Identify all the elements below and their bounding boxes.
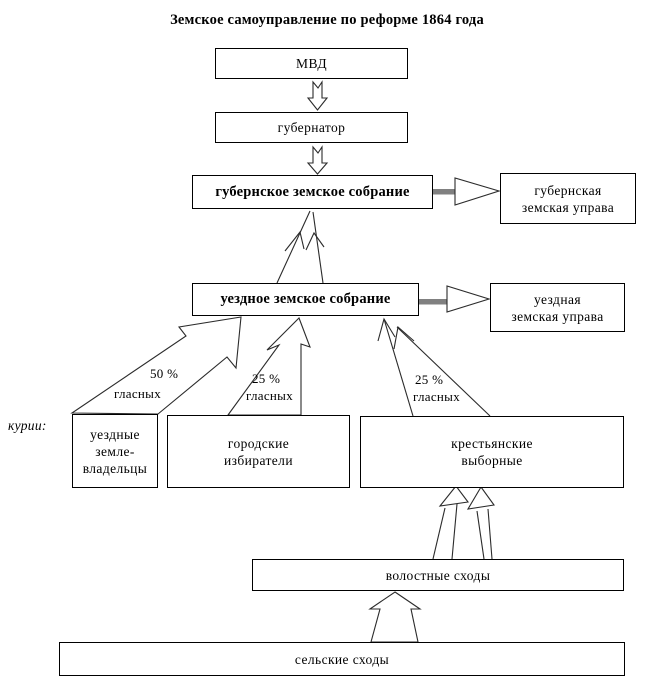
- arrow-right-district-assembly-to-board-icon: [417, 285, 491, 313]
- arrow-down-mvd-to-governor-icon: [306, 80, 329, 111]
- node-volost-assemblies-label: волостные сходы: [385, 567, 491, 583]
- peasant-share-percent: 25 %: [415, 372, 444, 387]
- arrows-peasants-to-district-assembly-icon: [377, 317, 491, 417]
- node-district-board: уездная земская управа: [490, 283, 625, 332]
- landowners-share-percent: 50 %: [150, 366, 179, 381]
- node-district-assembly-label: уездное земское собрание: [220, 291, 391, 307]
- node-mvd: МВД: [215, 48, 408, 79]
- landowners-share-word: гласных: [114, 386, 161, 401]
- node-city-voters-line: городские: [227, 435, 290, 451]
- node-district-landowners-line: владельцы: [82, 460, 148, 476]
- diagram-title: Земское самоуправление по реформе 1864 г…: [170, 12, 484, 28]
- node-mvd-label: МВД: [296, 56, 327, 71]
- node-district-landowners: уездные земле- владельцы: [72, 414, 158, 488]
- arrows-up-district-to-provincial-icon: [276, 210, 325, 284]
- node-provincial-assembly-label: губернское земское собрание: [215, 183, 410, 200]
- node-district-assembly: уездное земское собрание: [192, 283, 419, 316]
- arrow-landowners-to-district-assembly-icon: [70, 316, 242, 415]
- node-governor-label: губернатор: [277, 120, 346, 135]
- city-share-percent: 25 %: [252, 371, 281, 386]
- node-volost-assemblies: волостные сходы: [252, 559, 624, 591]
- node-city-voters-line: избиратели: [224, 452, 293, 468]
- peasant-share-word: гласных: [413, 389, 460, 404]
- node-peasant-delegates-line: выборные: [461, 453, 523, 468]
- node-provincial-board-line: губернская: [534, 182, 602, 198]
- node-provincial-assembly: губернское земское собрание: [192, 175, 433, 209]
- node-district-board-line: земская управа: [511, 308, 604, 324]
- arrow-right-provincial-assembly-to-board-icon: [431, 177, 501, 206]
- node-village-assemblies-label: сельские сходы: [294, 651, 390, 667]
- node-district-landowners-line: земле-: [95, 443, 135, 459]
- node-city-voters: городские избиратели: [167, 415, 350, 488]
- curiae-label: курии:: [8, 418, 47, 433]
- node-peasant-delegates-line: крестьянские: [451, 436, 533, 451]
- city-share-word: гласных: [246, 388, 293, 403]
- arrow-village-to-volost-icon: [368, 591, 422, 643]
- arrows-volost-to-peasants-icon: [432, 485, 495, 560]
- node-provincial-board: губернская земская управа: [500, 173, 636, 224]
- node-governor: губернатор: [215, 112, 408, 143]
- node-peasant-delegates: крестьянские выборные: [360, 416, 624, 488]
- node-district-landowners-line: уездные: [90, 426, 140, 442]
- node-village-assemblies: сельские сходы: [59, 642, 625, 676]
- node-provincial-board-line: земская управа: [521, 199, 615, 215]
- node-district-board-line: уездная: [534, 291, 581, 307]
- arrow-down-governor-to-assembly-icon: [306, 145, 329, 175]
